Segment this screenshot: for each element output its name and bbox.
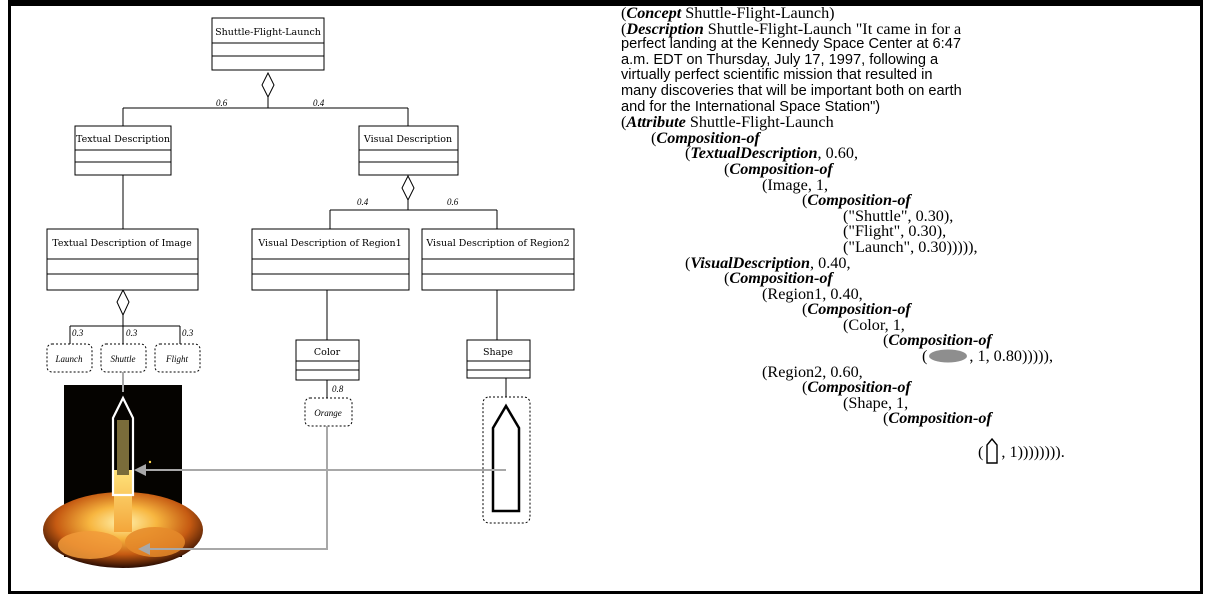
leaf-flight-label: Flight <box>165 354 188 364</box>
leaf-launch: Launch <box>47 344 92 372</box>
shuttle-launch-photo <box>43 385 203 568</box>
weight-shuttle: 0.3 <box>126 328 138 338</box>
class-root-label: Shuttle-Flight-Launch <box>215 27 321 38</box>
weight-region1: 0.4 <box>357 197 369 207</box>
aggregation-diamond-image <box>117 290 129 315</box>
class-box-textual-description-of-image: Textual Description of Image <box>47 229 198 290</box>
leaf-shape-rocket <box>483 397 530 523</box>
class-image-label: Textual Description of Image <box>52 238 192 249</box>
class-visual-label: Visual Description <box>363 134 452 145</box>
orange-swatch-icon <box>927 349 969 363</box>
rocket-glyph-icon <box>985 438 999 464</box>
aggregation-diamond-visual <box>402 176 414 200</box>
class-box-textual-description: Textual Description <box>75 126 171 175</box>
weight-flight: 0.3 <box>182 328 194 338</box>
aggregation-diamond-root <box>262 73 274 97</box>
leaf-orange: Orange <box>305 398 352 426</box>
leaf-orange-label: Orange <box>314 408 342 418</box>
class-box-visual-description: Visual Description <box>359 126 458 175</box>
class-color-label: Color <box>314 347 341 358</box>
class-box-visual-region2: Visual Description of Region2 <box>422 229 574 290</box>
class-shape-label: Shape <box>483 347 513 358</box>
class-box-root: Shuttle-Flight-Launch <box>212 18 324 70</box>
weight-textual: 0.6 <box>216 98 228 108</box>
weight-orange: 0.8 <box>332 384 344 394</box>
class-textual-label: Textual Description <box>76 134 170 145</box>
weight-region2: 0.6 <box>447 197 459 207</box>
class-region1-label: Visual Description of Region1 <box>257 238 401 249</box>
class-box-color: Color <box>296 340 359 380</box>
leaf-launch-label: Launch <box>55 354 84 364</box>
class-box-visual-region1: Visual Description of Region1 <box>252 229 409 290</box>
weight-visual: 0.4 <box>313 98 325 108</box>
rocket-shape-icon <box>493 406 519 511</box>
leaf-shuttle: Shuttle <box>101 344 146 372</box>
leaf-flight: Flight <box>155 344 200 372</box>
concept-description-text: (Concept Shuttle-Flight-Launch) (Descrip… <box>621 6 1201 467</box>
weight-launch: 0.3 <box>72 328 84 338</box>
class-region2-label: Visual Description of Region2 <box>425 238 569 249</box>
class-box-shape: Shape <box>467 340 530 378</box>
leaf-shuttle-label: Shuttle <box>111 354 136 364</box>
